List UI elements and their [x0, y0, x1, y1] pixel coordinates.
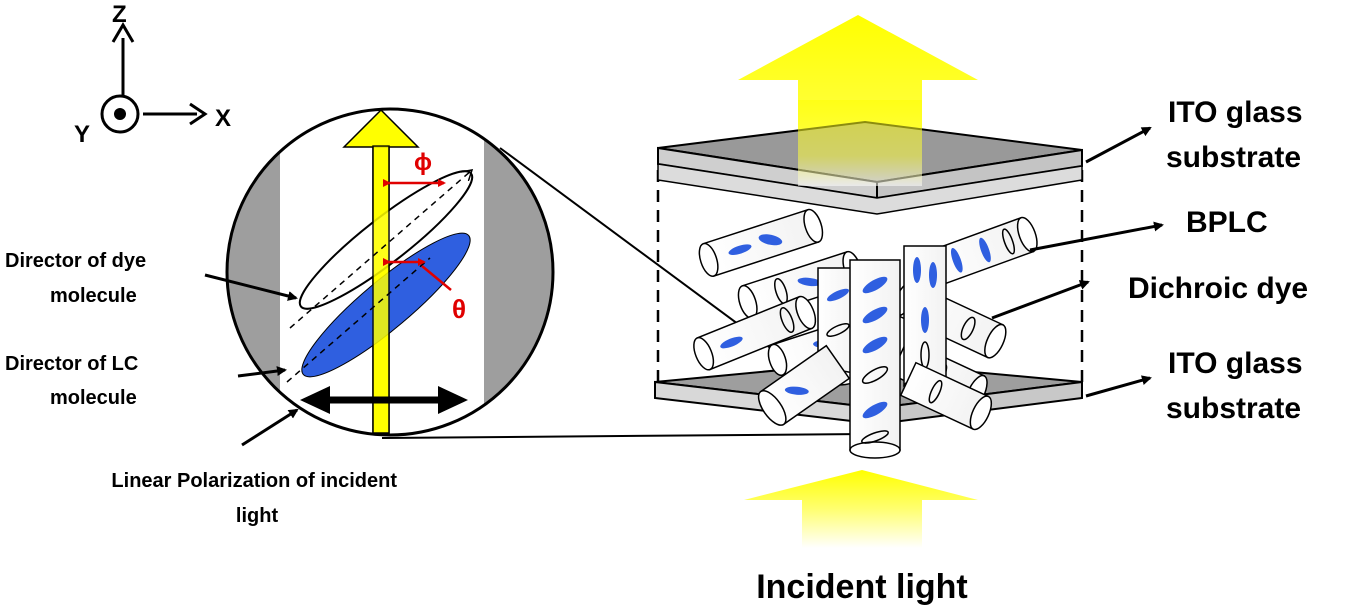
ito-bottom-label: ITO glass substrate — [1166, 347, 1311, 425]
right-annotations: ITO glass substrate BPLC Dichroic dye IT… — [756, 96, 1311, 606]
theta-label: θ — [452, 294, 466, 324]
axis-label-z: Z — [112, 1, 127, 28]
incident-light-label: Incident light — [756, 568, 968, 606]
polarization-double-arrow — [300, 386, 468, 414]
bplc-cell — [654, 15, 1084, 548]
zoom-connector-bottom — [381, 433, 867, 439]
axis-label-x: X — [215, 105, 231, 132]
magnified-view: ϕ θ — [225, 107, 555, 437]
bplc-label: BPLC — [1186, 206, 1268, 239]
coordinate-axes: Z X Y — [74, 1, 231, 148]
phi-label: ϕ — [414, 149, 432, 176]
director-lc-label: Director of LC molecule — [5, 353, 144, 409]
axis-label-y: Y — [74, 121, 90, 148]
dichroic-dye-label: Dichroic dye — [1128, 272, 1308, 305]
magnified-substrate-left — [227, 109, 280, 435]
director-dye-label: Director of dye molecule — [5, 250, 152, 307]
linear-polarization-label: Linear Polarization of incident light — [111, 470, 402, 527]
ito-top-label: ITO glass substrate — [1166, 96, 1311, 174]
top-substrate-lower-glass — [657, 163, 1083, 215]
theta-pointer — [421, 265, 452, 291]
bplc-cylinders — [693, 208, 1038, 459]
left-annotations: Director of dye molecule Director of LC … — [5, 250, 402, 527]
lc-director-dashed — [286, 257, 431, 383]
magnified-circle-outline — [225, 107, 555, 437]
incident-light-arrow — [744, 470, 978, 548]
dye-director-dashed — [289, 170, 472, 329]
